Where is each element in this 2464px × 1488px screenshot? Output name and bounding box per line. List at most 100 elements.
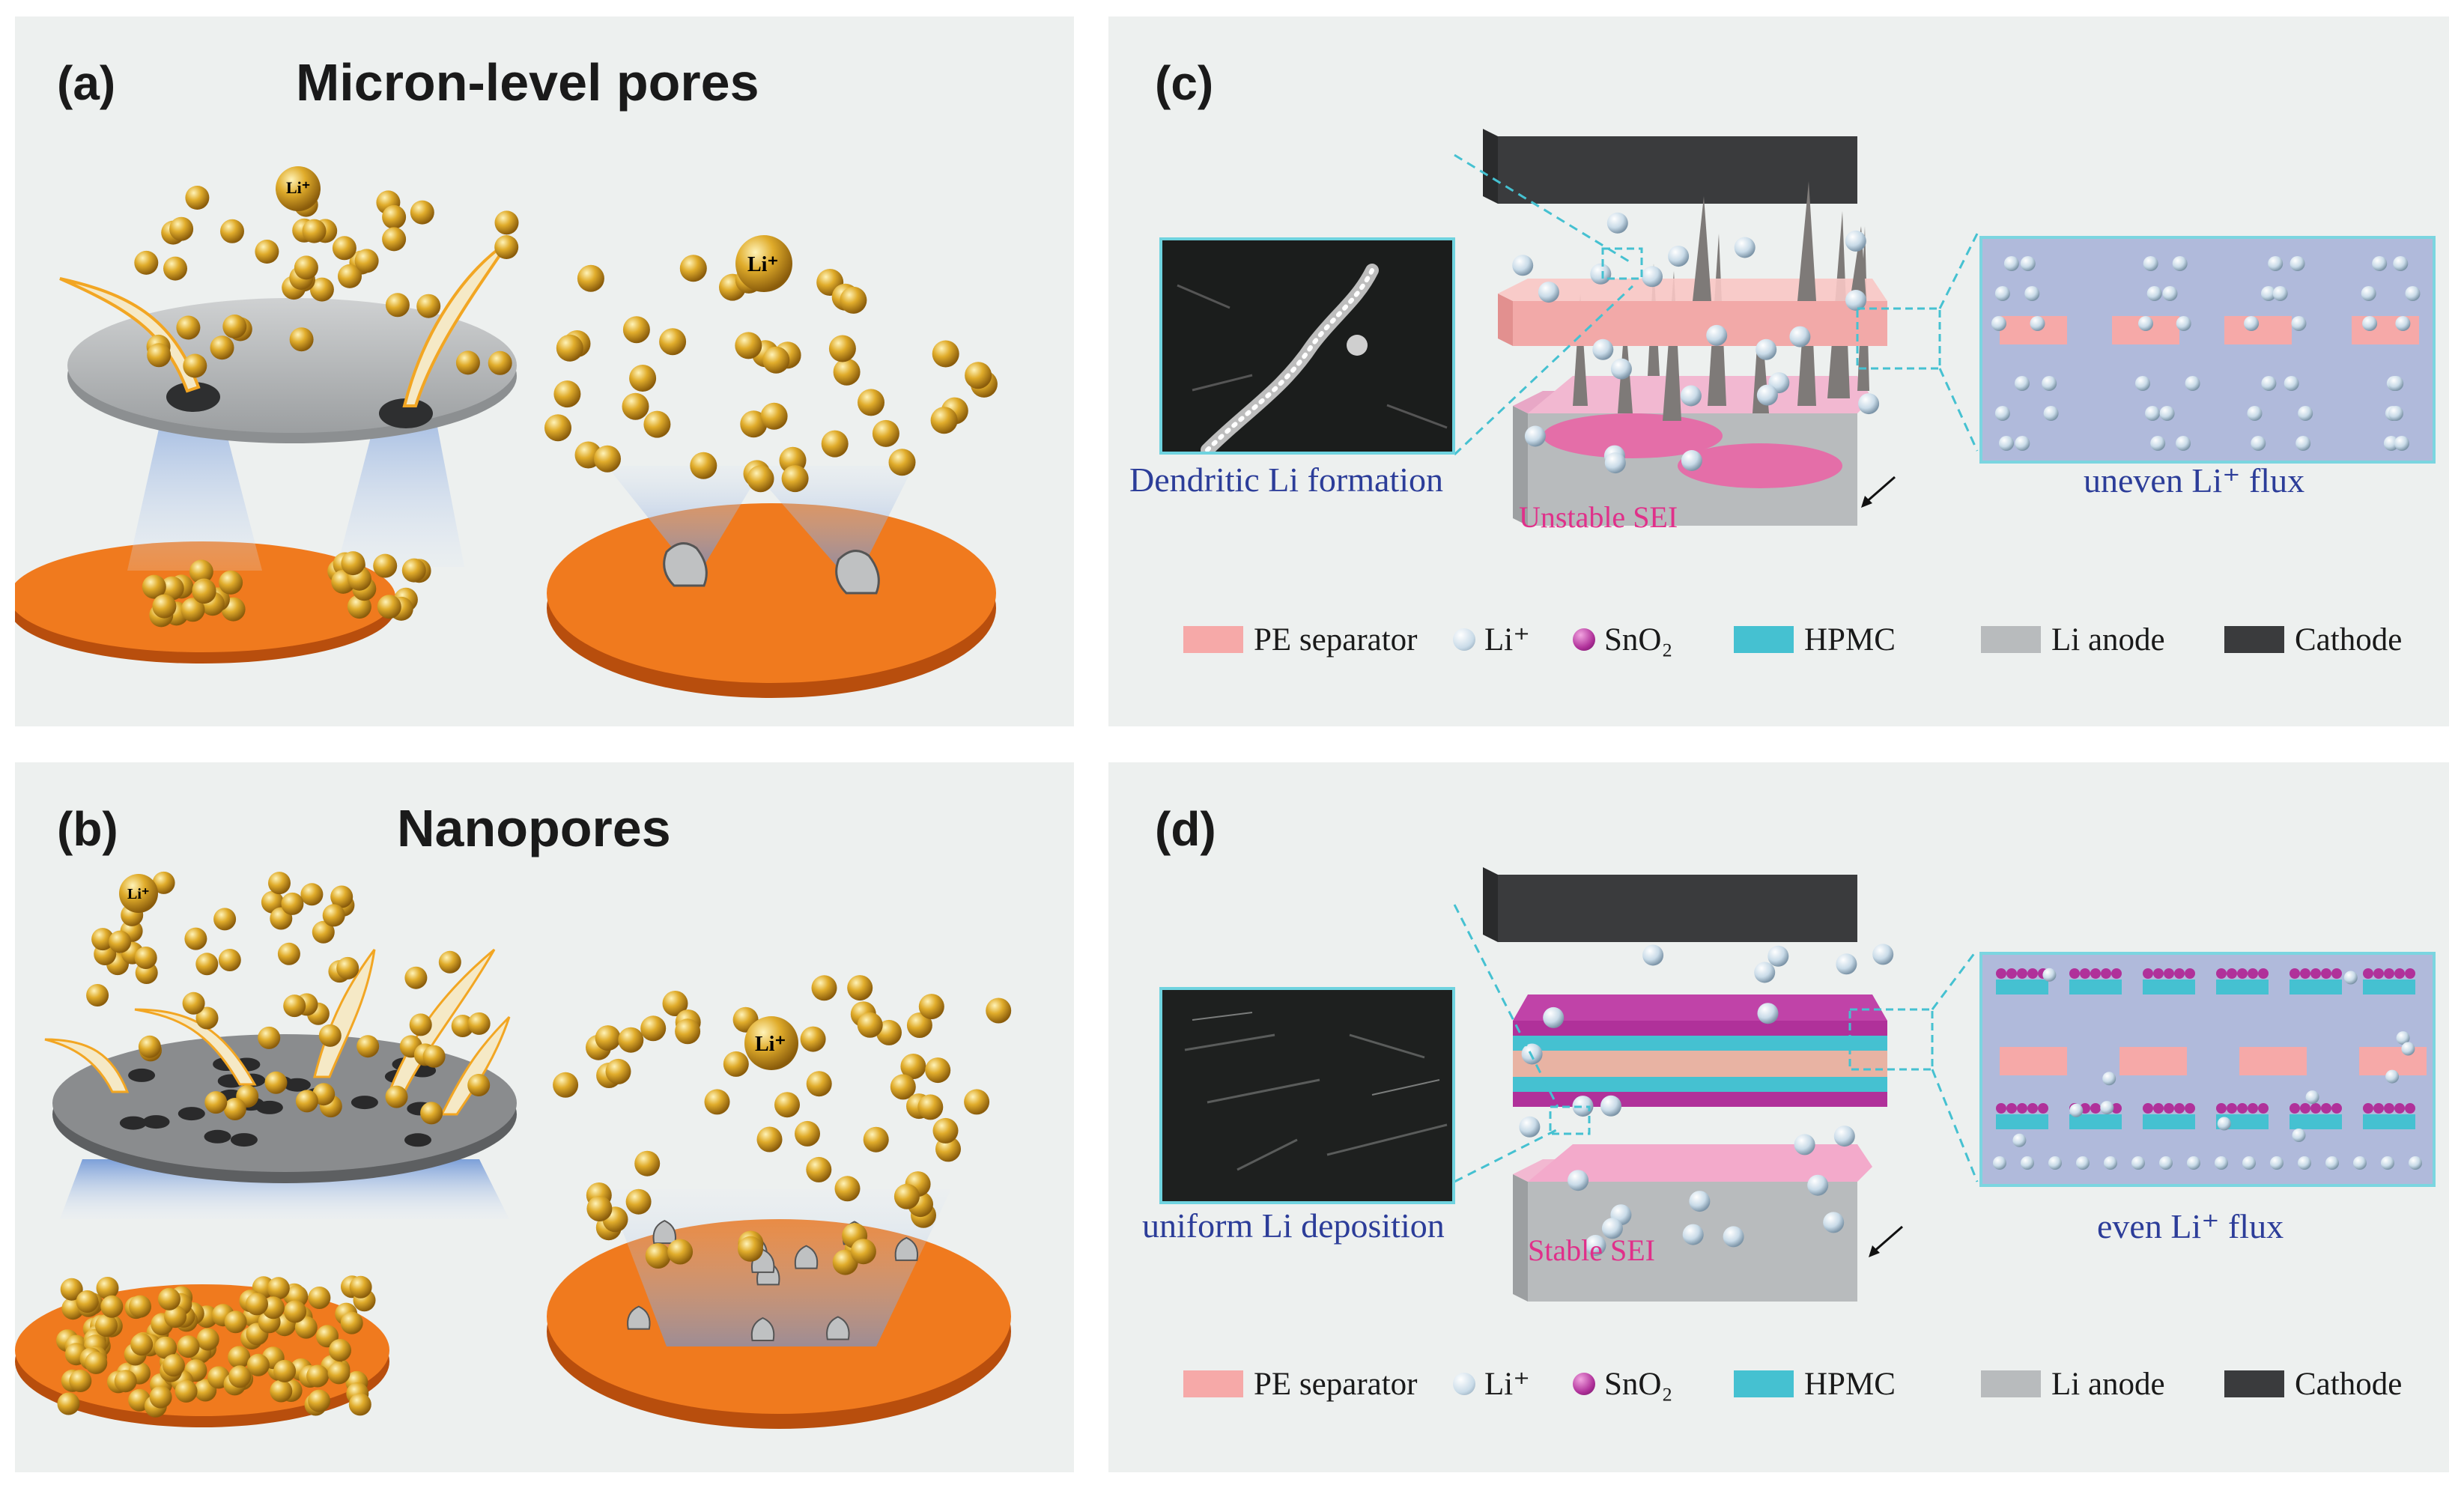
deposited-li-ball (219, 570, 243, 595)
li-ion-ball (2100, 1101, 2114, 1115)
li-ion-ball (494, 235, 519, 259)
li-ion-ball (723, 1051, 749, 1077)
li-ion-ball (1524, 425, 1546, 447)
li-ion-ball (338, 264, 362, 288)
sei-label: Unstable SEI (1519, 500, 1678, 534)
cathode-swatch (2224, 626, 2284, 653)
li-ion-ball (2272, 286, 2288, 301)
sno2-bead (2394, 968, 2405, 979)
deposited-li-ball (164, 1305, 187, 1328)
li-ion-ball (1994, 286, 2010, 301)
hpmc-bar (2289, 980, 2342, 994)
legend-cathode: Cathode (2224, 1361, 2402, 1406)
li-ion-ball (109, 930, 132, 953)
li-ion-ball (1590, 263, 1612, 285)
panel-c-label: (c) (1155, 56, 1214, 110)
li-ion-ball (544, 414, 571, 442)
nanopore (283, 1078, 311, 1092)
pe-separator-swatch (1183, 1370, 1243, 1397)
sno2-bead (2164, 1103, 2174, 1114)
hpmc-bar (2363, 1114, 2415, 1129)
sno2-bead (2090, 968, 2101, 979)
li-ion-ball (643, 410, 671, 438)
hpmc-bar (2216, 980, 2269, 994)
li-ion-ball (210, 335, 234, 360)
deposited-li-ball (129, 1295, 151, 1318)
deposited-li-ball (154, 1336, 177, 1359)
sno2-bead (2384, 968, 2394, 979)
hpmc-swatch (1734, 1370, 1794, 1397)
deposited-li-ball (228, 1365, 252, 1388)
li-ion-ball (800, 1026, 826, 1052)
li-ion-ball (2242, 1156, 2256, 1170)
li-ion-ball (1756, 384, 1778, 406)
li-ion-ball (690, 452, 717, 479)
li-ion-ball (382, 227, 407, 252)
sno2-bead (2069, 968, 2080, 979)
li-ion-ball (1756, 338, 1777, 360)
li-ion-ball (1999, 436, 2014, 451)
li-ion-ball (645, 1243, 671, 1269)
li-ion-ball (213, 908, 237, 931)
li-ion-ball (900, 1054, 926, 1079)
li-ion-ball (2172, 256, 2188, 271)
deposited-li-ball (149, 1385, 172, 1409)
li-ion-ball (2385, 1069, 2400, 1084)
sno2-bead (2405, 968, 2415, 979)
legend-li-anode: Li anode (1981, 617, 2165, 662)
li-ion-ball (840, 286, 867, 314)
li-ion-ball (2362, 316, 2378, 331)
li-ion-ball (176, 315, 201, 340)
deposited-li-ball (189, 559, 213, 584)
flux-caption: uneven Li⁺ flux (2084, 461, 2305, 499)
li-ion-ball (2401, 1042, 2415, 1056)
li-ion-ball (932, 340, 959, 368)
li-ion-ball (1823, 1212, 1845, 1233)
sno2-bead (2405, 1103, 2415, 1114)
li-ion-ball (662, 991, 688, 1016)
hpmc-bar (2289, 1114, 2342, 1129)
li-ion-ball (268, 872, 291, 895)
li-ion-ball (283, 994, 306, 1018)
deposited-li-ball (177, 1335, 200, 1358)
sno2-bead (2080, 968, 2090, 979)
li-ion-ball (932, 1117, 959, 1144)
li-ion-ball (294, 255, 318, 280)
li-ion-ball (2187, 1156, 2200, 1170)
li-ion-ball (2298, 406, 2313, 421)
nanopore (142, 1115, 170, 1129)
li-ion-ball (2261, 286, 2276, 301)
li-nucleus (794, 1245, 819, 1269)
sem-image-dendritic (1159, 237, 1455, 455)
sno2-bead (2164, 968, 2174, 979)
sno2-bead (2331, 968, 2342, 979)
li-ion-ball (1600, 1095, 1621, 1117)
li-nucleus (652, 1220, 676, 1245)
sno2-bead (2185, 968, 2195, 979)
sno2-bead (2227, 968, 2237, 979)
li-ion-ball (553, 380, 581, 408)
li-ion-ball (2289, 256, 2305, 271)
sno2-bead (1996, 968, 2006, 979)
nanopore (128, 1068, 156, 1082)
deposited-li-ball (294, 1316, 318, 1339)
panel-a: (a) Micron-level pores Li⁺ Li⁺ (15, 16, 1074, 726)
li-ion-ball (762, 346, 790, 374)
li-ion-ball (2388, 406, 2403, 421)
li-ion-ball (833, 358, 861, 386)
li-ion-ball (2076, 1156, 2090, 1170)
li-ion-ball (1681, 450, 1702, 471)
deposited-li-ball (180, 598, 205, 622)
hpmc-bar (1996, 980, 2048, 994)
li-ion-ball (281, 892, 304, 915)
deposited-li-ball (341, 551, 365, 576)
deposited-li-ball (327, 1361, 351, 1385)
li-ion-ball (863, 1126, 889, 1153)
deposited-li-ball (329, 1339, 351, 1361)
li-ion-ball (857, 1012, 883, 1038)
li-anode-swatch (1981, 626, 2041, 653)
nanopore (404, 1133, 431, 1147)
deposited-li-ball (152, 594, 177, 619)
li-ion-ball (2102, 1072, 2116, 1086)
li-ion-ball (2372, 256, 2388, 271)
